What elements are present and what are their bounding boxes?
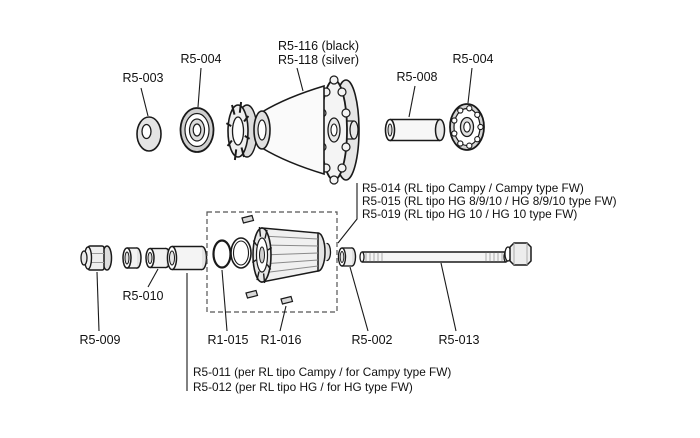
spacer-tube [384,118,446,142]
leader-r5-008 [408,85,416,118]
seal-ring [337,247,357,267]
locknut [80,245,113,271]
lockring-teeth [225,101,251,161]
o-ring [212,239,232,269]
leader-r5-002 [349,266,369,332]
washer [136,116,162,152]
leader-r5-004-left [197,67,202,108]
leader-r5-003 [140,87,149,117]
part-label-r5-014: R5-014 (RL tipo Campy / Campy type FW) [362,181,584,195]
axle-threads [365,252,503,262]
part-label-r5-015: R5-015 (RL tipo HG 8/9/10 / HG 8/9/10 ty… [362,194,617,208]
part-label-r1-015: R1-015 [208,333,249,347]
part-label-r5-012: R5-012 (per RL tipo HG / for HG type FW) [193,380,413,394]
leader-freehub-types [337,183,358,244]
lockring [225,101,258,161]
freehub-face-teeth [251,226,273,284]
end-nut [504,242,532,266]
leader-lines [96,67,473,391]
part-label-r1-016: R1-016 [261,333,302,347]
part-label-r5-002: R5-002 [352,333,393,347]
spacer-sleeve [166,245,208,271]
part-label-r5-004-right: R5-004 [453,52,494,66]
leader-r5-116 [296,67,304,92]
axle [359,251,509,263]
part-label-r5-010: R5-010 [123,289,164,303]
part-label-r5-116: R5-116 (black) [278,39,359,53]
part-label-r5-011: R5-011 (per RL tipo Campy / for Campy ty… [193,365,451,379]
part-label-r5-009: R5-009 [80,333,121,347]
leader-r1-016 [279,305,287,332]
leader-r1-015 [221,269,228,332]
leader-r5-004-right [467,67,473,104]
part-label-r5-004-left: R5-004 [181,52,222,66]
pawl-pieces [241,214,294,305]
part-label-r5-003: R5-003 [123,71,164,85]
small-ring [122,247,142,269]
freehub-kit-dashed-box [206,211,338,313]
leader-r5-013 [440,262,457,332]
freehub-body [251,226,332,284]
hub-bell [261,84,325,176]
bearing-balls [451,105,484,149]
bearing-right [449,103,485,151]
part-label-r5-008: R5-008 [397,70,438,84]
short-cylinder [145,247,171,269]
part-label-r5-118: R5-118 (silver) [278,53,359,67]
hub-shell [253,75,360,185]
bearing-left [179,107,215,153]
leader-r5-010 [147,268,159,288]
part-label-r5-013: R5-013 [439,333,480,347]
snap-ring [230,237,252,269]
leader-r5-009 [96,271,100,332]
part-label-r5-019: R5-019 (RL tipo HG 10 / HG 10 type FW) [362,207,577,221]
